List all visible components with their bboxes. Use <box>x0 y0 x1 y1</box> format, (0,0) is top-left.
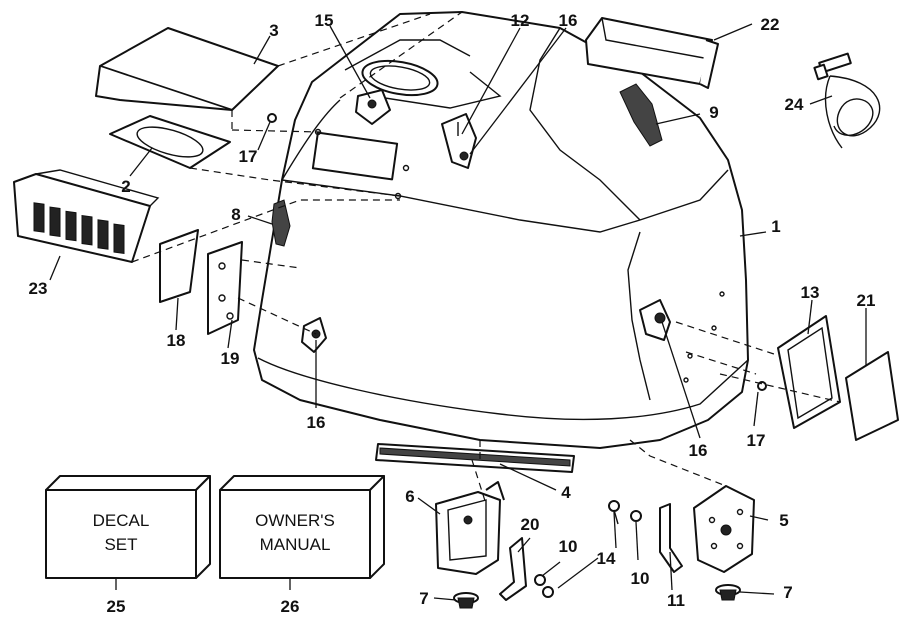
callout-8: 8 <box>231 205 240 224</box>
callout-19: 19 <box>221 349 240 368</box>
latch-bracket-part-6 <box>435 481 505 575</box>
owners-manual-box: OWNER'S MANUAL <box>219 475 385 579</box>
rubber-strip-part-4 <box>375 443 575 473</box>
callout-1: 1 <box>771 217 780 236</box>
callout-2: 2 <box>121 177 130 196</box>
air-grille-part-23 <box>13 169 160 263</box>
callout-16-right: 16 <box>689 441 708 460</box>
callout-3: 3 <box>269 21 278 40</box>
owners-manual-label-line1: OWNER'S <box>255 511 335 530</box>
callout-numbers: 1 2 3 4 5 6 7 7 8 9 10 10 11 12 13 14 15… <box>29 11 876 616</box>
gasket-part-2 <box>109 115 231 169</box>
washer-part-10-right <box>630 510 642 522</box>
callout-22: 22 <box>761 15 780 34</box>
bracket-plate-part-19 <box>207 241 243 335</box>
access-cover-part-3 <box>95 27 279 111</box>
callout-7-left: 7 <box>419 589 428 608</box>
bracket-part-16-right <box>639 299 671 341</box>
screw-part-14-a <box>608 500 620 525</box>
engine-cover <box>253 11 749 449</box>
panel-part-21 <box>845 351 899 441</box>
callout-25: 25 <box>107 597 126 616</box>
callout-11: 11 <box>667 591 685 610</box>
callout-21: 21 <box>857 291 876 310</box>
callout-leader-lines <box>49 23 867 601</box>
assembly-dashed-lines <box>131 11 841 505</box>
callout-26: 26 <box>281 597 300 616</box>
decal-set-label-line1: DECAL <box>93 511 150 530</box>
screw-part-17-right <box>757 381 767 391</box>
callout-9: 9 <box>709 103 718 122</box>
callout-24: 24 <box>785 95 804 114</box>
gasket-frame-part-13 <box>777 315 841 429</box>
callout-10-left: 10 <box>559 537 578 556</box>
callout-16-left: 16 <box>307 413 326 432</box>
callout-6: 6 <box>405 487 414 506</box>
strap-part-20 <box>499 537 527 601</box>
callout-14: 14 <box>597 549 616 568</box>
callout-4: 4 <box>561 483 571 502</box>
bracket-part-12 <box>441 113 477 169</box>
owners-manual-label-line2: MANUAL <box>260 535 331 554</box>
callout-17-left: 17 <box>239 147 258 166</box>
callout-16-top: 16 <box>559 11 578 30</box>
callout-23: 23 <box>29 279 48 298</box>
callout-5: 5 <box>779 511 788 530</box>
grommet-part-7-left <box>453 592 479 609</box>
callout-7-right: 7 <box>783 583 792 602</box>
decal-set-box: DECAL SET <box>45 475 211 579</box>
callout-12: 12 <box>511 11 530 30</box>
callout-10-right: 10 <box>631 569 650 588</box>
foam-strip-part-9 <box>619 83 663 147</box>
callout-20: 20 <box>521 515 540 534</box>
grommet-part-7-right <box>715 584 741 601</box>
vent-housing-part-22 <box>585 17 719 89</box>
seal-strip-part-8 <box>271 199 291 247</box>
callout-13: 13 <box>801 283 820 302</box>
screw-part-14-b <box>542 586 554 598</box>
cable-assembly-part-24 <box>813 52 881 149</box>
plate-part-18 <box>159 229 199 303</box>
mount-plate-part-5 <box>693 485 755 573</box>
lever-part-11 <box>659 503 683 573</box>
washer-part-10-left <box>534 574 546 586</box>
callout-15: 15 <box>315 11 334 30</box>
callout-17-right: 17 <box>747 431 766 450</box>
callout-18: 18 <box>167 331 186 350</box>
bracket-part-15 <box>355 89 391 125</box>
decal-set-label-line2: SET <box>104 535 137 554</box>
screw-part-17-left <box>267 113 277 123</box>
